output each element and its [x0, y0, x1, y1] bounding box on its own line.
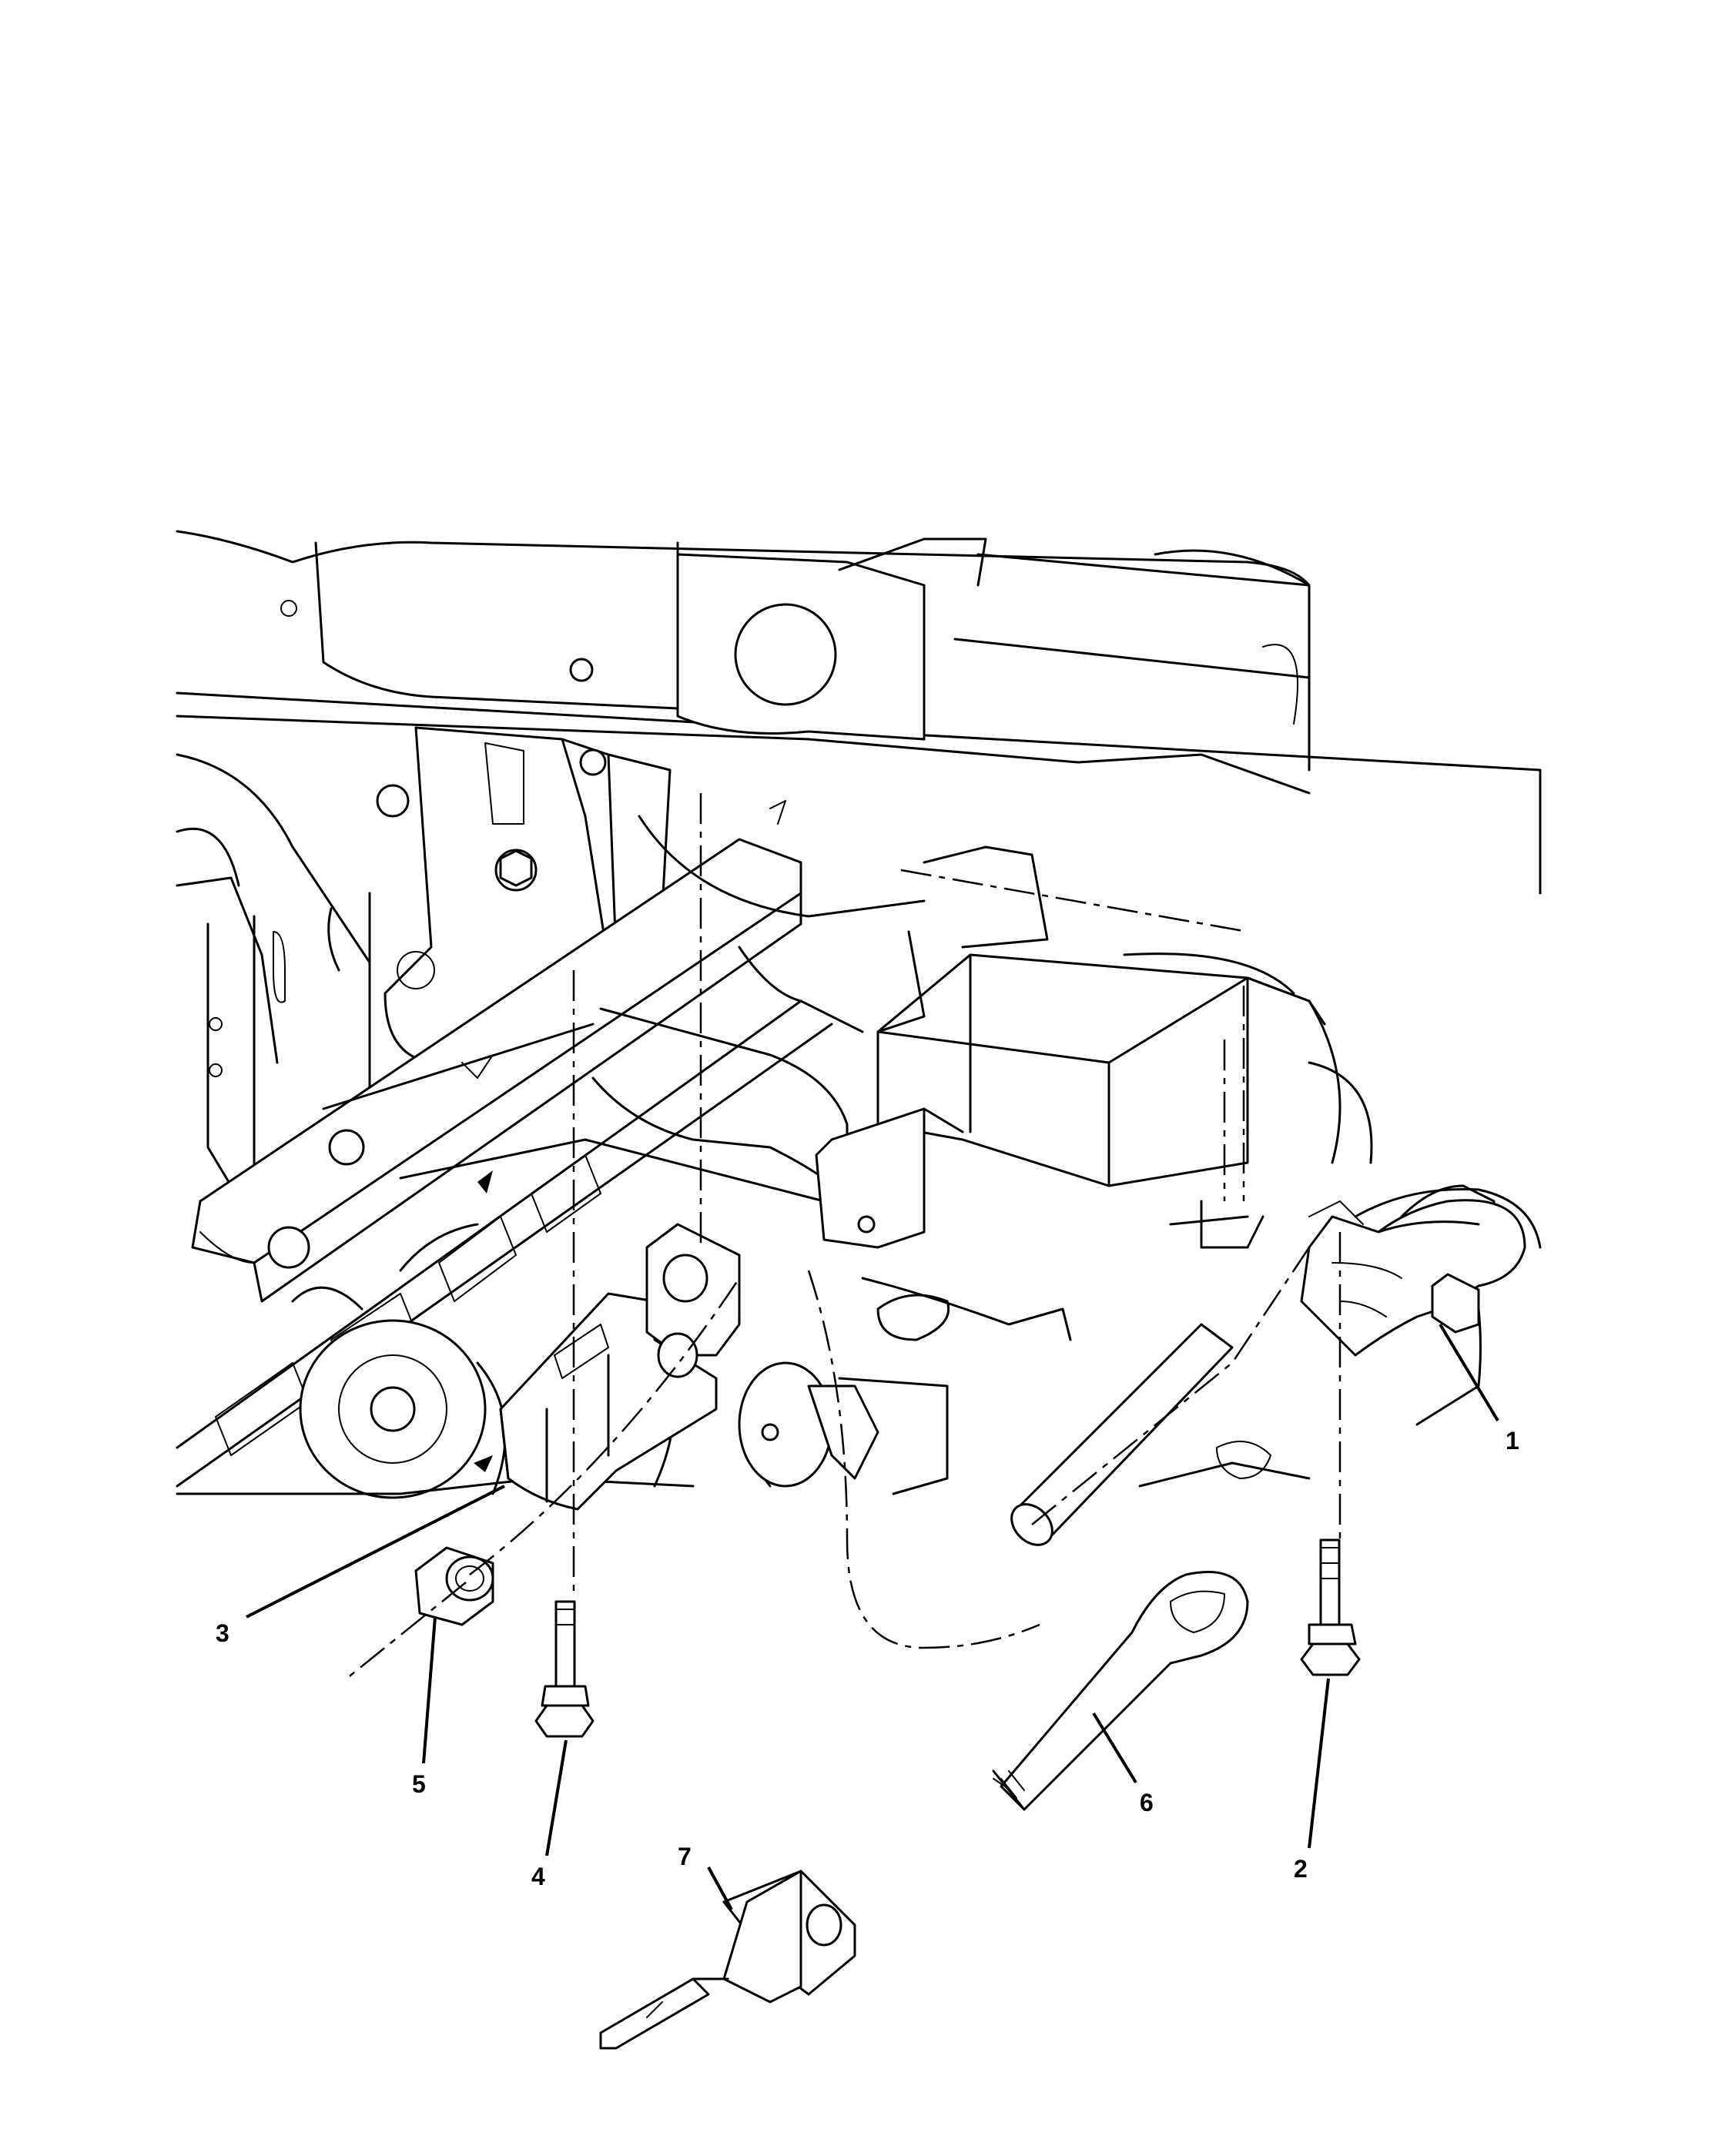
vehicle-frame-view [176, 530, 1542, 1499]
component-6-long-bolt [992, 1323, 1249, 1811]
component-2-bolt [1300, 1538, 1361, 1676]
callout-leaders [246, 1323, 1499, 1910]
callout-7: 7 [678, 1843, 692, 1870]
callout-2: 2 [1294, 1855, 1308, 1883]
leader-3 [246, 1485, 505, 1619]
callout-6: 6 [1140, 1789, 1154, 1816]
component-4-bolt [534, 1600, 595, 1738]
leader-6 [1092, 1712, 1137, 1784]
component-5-nut [414, 1546, 494, 1626]
assembly-lines [346, 793, 1341, 1679]
frame-round-boss [734, 603, 837, 706]
component-1-tow-hook [1300, 1187, 1542, 1357]
callout-4: 4 [531, 1863, 545, 1890]
callout-3: 3 [216, 1619, 229, 1647]
callout-1: 1 [1506, 1427, 1519, 1455]
callout-labels: 1 2 3 4 5 6 7 [216, 1427, 1519, 1890]
leader-5 [422, 1616, 437, 1764]
leader-2 [1308, 1678, 1330, 1849]
component-3-bracket [474, 1170, 741, 1511]
leader-7 [707, 1866, 733, 1910]
callout-5: 5 [412, 1770, 426, 1798]
component-7-bracket [599, 1870, 856, 2050]
leader-4 [545, 1739, 568, 1856]
leader-1 [1439, 1323, 1499, 1422]
